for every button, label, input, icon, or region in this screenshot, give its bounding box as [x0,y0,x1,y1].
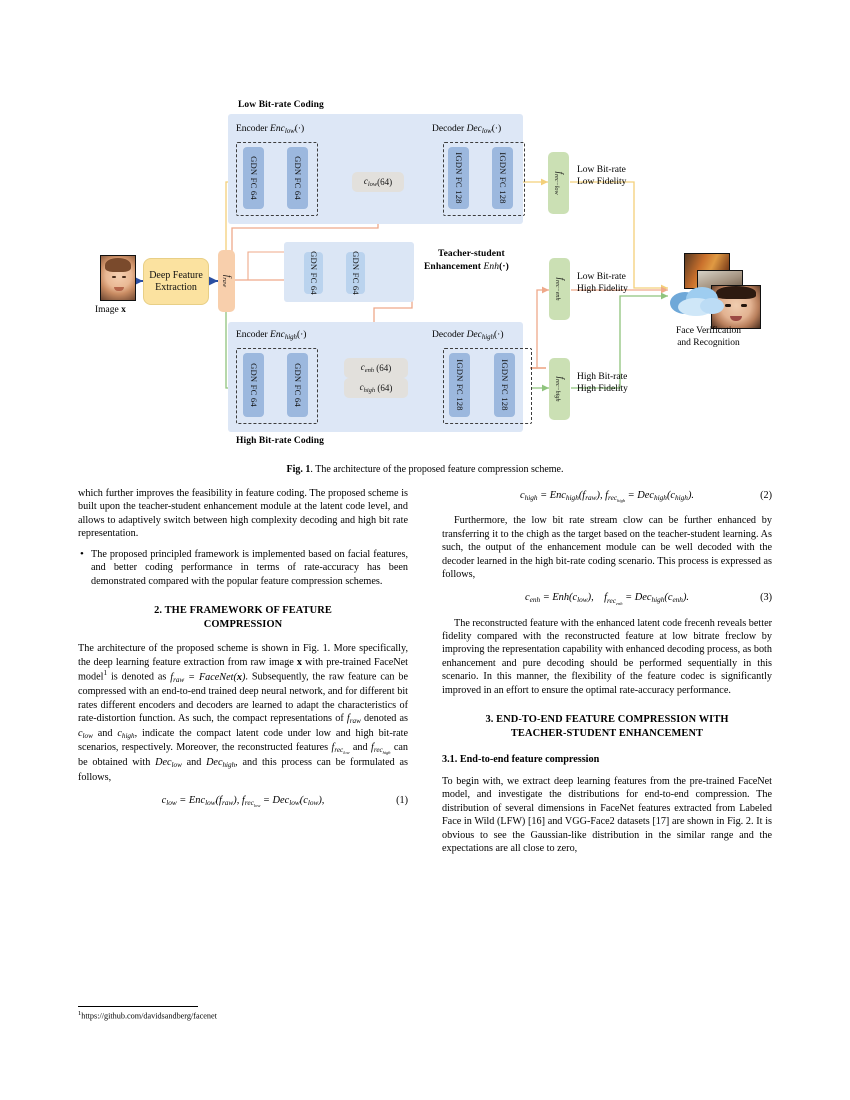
f-rec-low-label: frec−low [552,171,565,195]
figure-caption-bold: Fig. 1 [286,464,311,475]
footnote-block: 1https://github.com/davidsandberg/facene… [78,1006,408,1021]
block-label: IGDN FC 128 [497,152,508,204]
c-enh-code-box: cenh (64) [344,358,408,378]
dec-low-igdn-fc-128-block-1: IGDN FC 128 [448,147,469,209]
p2-c: is denoted as [107,671,171,683]
decoder-low-dashbox [443,142,525,216]
p2-h: and [349,742,371,754]
block-label: GDN FC 64 [308,251,319,295]
block-label: IGDN FC 128 [454,359,465,411]
footnote-text: https://github.com/davidsandberg/facenet [81,1011,217,1021]
block-label: IGDN FC 128 [499,359,510,411]
p2-k: , and this process can be formulated as … [78,757,408,783]
f-raw-bar: fraw [218,250,235,312]
dec-high-igdn-fc-128-block-1: IGDN FC 128 [449,353,470,417]
f-rec-high-label: frec−high [553,376,566,402]
equation-3-number: (3) [760,592,772,604]
footnote-ref: 1 [103,669,108,678]
paragraph-intro: which further improves the feasibility i… [78,488,408,540]
block-label: GDN FC 64 [248,156,259,200]
section-3-line2: TEACHER-STUDENT ENHANCEMENT [510,727,704,739]
encoder-low-dashbox [236,142,318,216]
f-rec-enh-bar: frec−enh [549,258,570,320]
subsection-31-heading: 3.1. End-to-end feature compression [442,754,600,766]
enh-gdn-fc-64-block-2: GDN FC 64 [346,251,365,295]
left-text-column: which further improves the feasibility i… [78,487,408,819]
figure-1: Low Bit-rate Coding Encoder Enclow(·) GD… [0,0,850,460]
block-label: GDN FC 64 [248,363,259,407]
footnote-rule [78,1006,198,1007]
dec-high-igdn-fc-128-block-2: IGDN FC 128 [494,353,515,417]
decoder-high-dashbox [443,348,532,424]
dec-low-igdn-fc-128-block-2: IGDN FC 128 [492,147,513,209]
p2-j: and [181,757,207,769]
f-rec-high-bar: frec−high [549,358,570,420]
equation-3: cenh = Enh(clow), frecenh = Dechigh(cenh… [524,592,772,606]
paragraph-reconstructed: The reconstructed feature with the enhan… [442,617,772,696]
low-bitrate-title: Low Bit-rate Coding [238,100,324,110]
block-label: IGDN FC 128 [453,152,464,204]
p2-d: . Subsequently, the raw feature can be c… [78,671,409,724]
paragraph-framework: The architecture of the proposed scheme … [78,643,409,783]
p2-i: can be obtained with [78,742,408,769]
figure-caption: Fig. 1. The architecture of the proposed… [78,464,772,475]
bullet-item-1: The proposed principled framework is imp… [78,547,408,588]
result-face-thumbnail [711,285,761,329]
encoder-low-label: Encoder Enclow(·) [236,124,305,135]
equation-1-number: (1) [396,795,408,807]
equation-2: chigh = Enchigh(fraw), frechigh = Dechig… [519,490,772,504]
figure-caption-text: . The architecture of the proposed featu… [310,464,564,475]
encoder-high-dashbox [236,348,318,424]
block-label: GDN FC 64 [350,251,361,295]
p2-g: , indicate the compact latent code under… [78,727,408,754]
c-low-code-box: clow(64) [352,172,404,192]
section-3-line1: 3. END-TO-END FEATURE COMPRESSION WITH [485,714,729,726]
p2-a: The architecture of the proposed scheme … [78,643,408,668]
f-rec-low-bar: frec−low [548,152,569,214]
section-3-heading: 3. END-TO-END FEATURE COMPRESSION WITH T… [442,713,772,740]
high-bitrate-title: High Bit-rate Coding [236,436,325,446]
image-x-label: Image x [95,305,126,315]
enc-high-gdn-fc-64-block-1: GDN FC 64 [243,353,264,417]
enc-low-gdn-fc-64-block-1: GDN FC 64 [243,147,264,209]
decoder-high-label: Decoder Dechigh(·) [432,330,504,341]
f-raw-label: fraw [220,274,233,288]
input-face-thumbnail [100,255,136,301]
teacher-student-title-line2: Enhancement Enh(·) [424,262,509,272]
decoder-low-label: Decoder Declow(·) [432,124,502,135]
block-label: GDN FC 64 [292,156,303,200]
paragraph-furthermore: Furthermore, the low bit rate stream clo… [442,515,772,580]
footnote-marker: 1 [78,1010,82,1017]
paragraph-begin-with: To begin with, we extract deep learning … [442,775,772,855]
low-bitrate-panel [228,114,523,224]
equation-2-number: (2) [760,490,772,501]
enc-low-gdn-fc-64-block-2: GDN FC 64 [287,147,308,209]
p2-f: and [92,727,118,739]
block-label: GDN FC 64 [292,363,303,407]
section-2-line1: 2. THE FRAMEWORK OF FEATURE [154,605,332,617]
section-2-heading: 2. THE FRAMEWORK OF FEATURE COMPRESSION [78,604,408,631]
right-text-column: chigh = Enchigh(fraw), frechigh = Dechig… [442,487,772,860]
enc-high-gdn-fc-64-block-2: GDN FC 64 [287,353,308,417]
encoder-high-label: Encoder Enchigh(·) [236,330,307,341]
p2-b: with pre-trained FaceNet model [78,656,408,683]
enh-gdn-fc-64-block-1: GDN FC 64 [304,251,323,295]
section-2-line2: COMPRESSION [203,618,283,630]
teacher-student-title-line1: Teacher-student [438,249,505,259]
cloud-icon [670,287,724,316]
f-rec-enh-label: frec−enh [553,277,566,301]
p2-e: denoted as [360,712,408,724]
c-high-code-box: chigh (64) [344,378,408,398]
equation-1: clow = Enclow(fraw), freclow = Declow(cl… [161,795,408,809]
